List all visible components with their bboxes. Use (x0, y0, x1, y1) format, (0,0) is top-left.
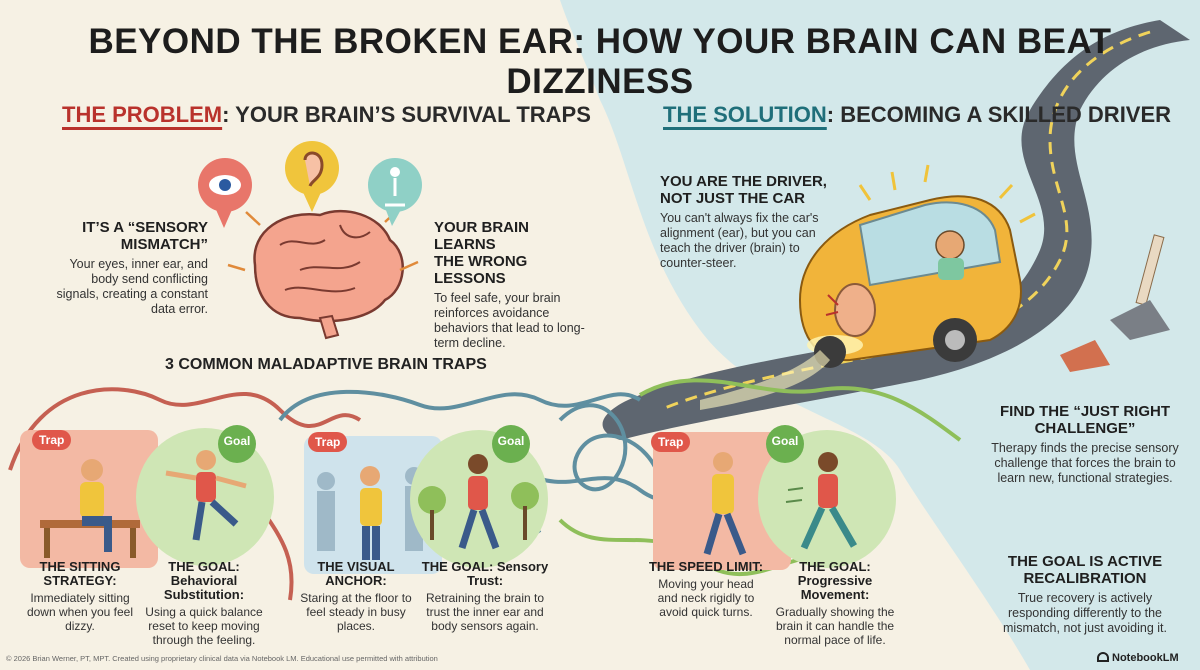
card-body: Using a quick balance reset to keep movi… (145, 605, 263, 647)
problem-heading: THE PROBLEM: YOUR BRAIN’S SURVIVAL TRAPS (62, 102, 591, 128)
person-stiff-walking-icon (703, 452, 747, 556)
card-sensory-trust: THE GOAL: Sensory Trust: Retraining the … (420, 559, 550, 634)
card-title: THE GOAL: Behavioral Substitution: (163, 559, 245, 602)
copyright-footer: © 2026 Brian Werner, PT, MPT. Created us… (6, 654, 438, 663)
card-title: THE GOAL: Progressive Movement: (797, 559, 873, 602)
card-title: THE VISUAL ANCHOR: (317, 559, 395, 588)
driver-block: YOU ARE THE DRIVER,NOT JUST THE CAR You … (660, 173, 830, 271)
highlight-rays (858, 164, 1036, 224)
active-recalibration-title-2: RECALIBRATION (1023, 570, 1147, 587)
person-striding-icon (785, 452, 858, 550)
card-sitting-strategy: THE SITTING STRATEGY: Immediately sittin… (24, 559, 136, 634)
notebooklm-icon (1097, 652, 1109, 662)
rock (1110, 300, 1170, 340)
driver-title-1: YOU ARE THE DRIVER, (660, 173, 827, 190)
wrong-lessons-body: To feel safe, your brain reinforces avoi… (434, 291, 585, 350)
active-recalibration-body: True recovery is actively responding dif… (1003, 591, 1167, 635)
scene-balance-goal (136, 428, 274, 566)
trap-badge: Trap (651, 432, 691, 452)
active-recalibration-title-1: THE GOAL IS ACTIVE (1007, 553, 1163, 570)
wrong-lessons-title-2: THE WRONG LESSONS (434, 253, 528, 287)
card-title: THE SPEED LIMIT: (648, 559, 764, 574)
card-body: Immediately sitting down when you feel d… (26, 591, 134, 633)
solution-heading: THE SOLUTION: BECOMING A SKILLED DRIVER (663, 102, 1171, 128)
card-body: Moving your head and neck rigidly to avo… (657, 577, 755, 619)
car-illustration (700, 195, 1022, 410)
card-visual-anchor: THE VISUAL ANCHOR: Staring at the floor … (294, 559, 418, 634)
goal-badge: Goal (218, 425, 256, 463)
main-title: BEYOND THE BROKEN EAR: HOW YOUR BRAIN CA… (88, 22, 1112, 101)
scene-sitting-trap (20, 430, 158, 568)
card-body: Staring at the floor to feel steady in b… (300, 591, 412, 633)
winding-road (602, 20, 1190, 440)
brain-illustration (227, 207, 419, 340)
card-body: Gradually showing the brain it can handl… (775, 605, 895, 647)
person-sitting-icon (40, 459, 140, 558)
sensory-mismatch-title-1: IT’S A “SENSORY (82, 219, 208, 236)
sensory-bubbles (198, 141, 422, 228)
person-walking-icon (418, 454, 539, 550)
card-progressive-movement: THE GOAL: Progressive Movement: Graduall… (766, 559, 904, 648)
card-title: THE SITTING STRATEGY: (39, 559, 121, 588)
rock (1060, 340, 1110, 372)
card-behavioral-substitution: THE GOAL: Behavioral Substitution: Using… (140, 559, 268, 648)
just-right-body: Therapy finds the precise sensory challe… (991, 441, 1179, 485)
just-right-title-1: FIND THE “JUST RIGHT (999, 403, 1170, 420)
goal-badge: Goal (766, 425, 804, 463)
notebooklm-logo: NotebookLM (1097, 652, 1179, 664)
roadside-post (1135, 234, 1165, 306)
just-right-title-2: CHALLENGE” (1034, 420, 1136, 437)
wrong-lessons-title-1: YOUR BRAIN LEARNS (434, 219, 530, 253)
sensory-mismatch-body: Your eyes, inner ear, and body send conf… (56, 257, 208, 316)
goal-badge: Goal (492, 425, 530, 463)
card-speed-limit: THE SPEED LIMIT: Moving your head and ne… (648, 559, 764, 620)
trap-badge: Trap (308, 432, 348, 452)
solution-heading-highlight: THE SOLUTION (663, 102, 827, 127)
brand-name: NotebookLM (1112, 652, 1179, 664)
problem-heading-highlight: THE PROBLEM (62, 102, 223, 127)
solution-heading-rest: : BECOMING A SKILLED DRIVER (826, 102, 1172, 127)
driver-body: You can't always fix the car's alignment… (660, 211, 819, 270)
sensory-mismatch-title-2: MISMATCH” (120, 236, 208, 253)
problem-heading-rest: : YOUR BRAIN’S SURVIVAL TRAPS (222, 102, 591, 127)
person-balancing-icon (165, 450, 247, 541)
card-body: Retraining the brain to trust the inner … (425, 591, 545, 633)
driver-title-2: NOT JUST THE CAR (660, 190, 806, 207)
trap-badge: Trap (32, 430, 72, 450)
traps-heading: 3 COMMON MALADAPTIVE BRAIN TRAPS (165, 356, 487, 373)
card-title: THE GOAL: Sensory Trust: (421, 559, 549, 588)
